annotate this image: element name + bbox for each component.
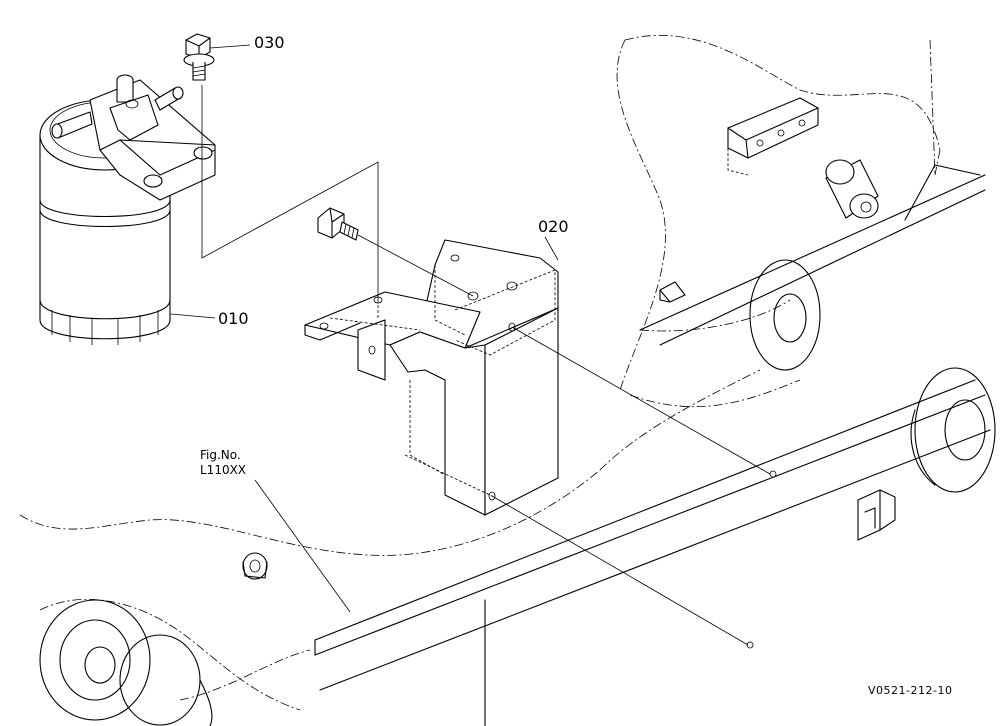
frame-tab [659,281,686,303]
figure-ref-number: L110XX [200,463,247,477]
mount-block [727,97,819,176]
assembly-lines [201,85,771,646]
callout-020: 020 [538,217,569,236]
flange-nut [242,552,268,580]
left-pulley [39,599,213,726]
bracket-part-020 [304,239,559,516]
figure-reference: Fig.No. L110XX [200,448,246,478]
leader-lines [170,44,559,613]
clip-bracket [857,489,896,541]
hex-bolt-left [317,207,359,241]
callout-030: 030 [254,33,285,52]
frame-rail [314,164,991,726]
machine-frame-outline [19,35,941,711]
drawing-code: V0521-212-10 [868,684,953,697]
right-wheel [910,367,996,493]
flange-bolt-part-030 [183,33,215,81]
callout-010: 010 [218,309,249,328]
figure-ref-label: Fig.No. [200,448,241,462]
center-pulley [749,259,821,371]
fuel-filter-part-010 [39,74,216,345]
washer-points [746,470,777,649]
spacer-cylinder [825,159,879,219]
